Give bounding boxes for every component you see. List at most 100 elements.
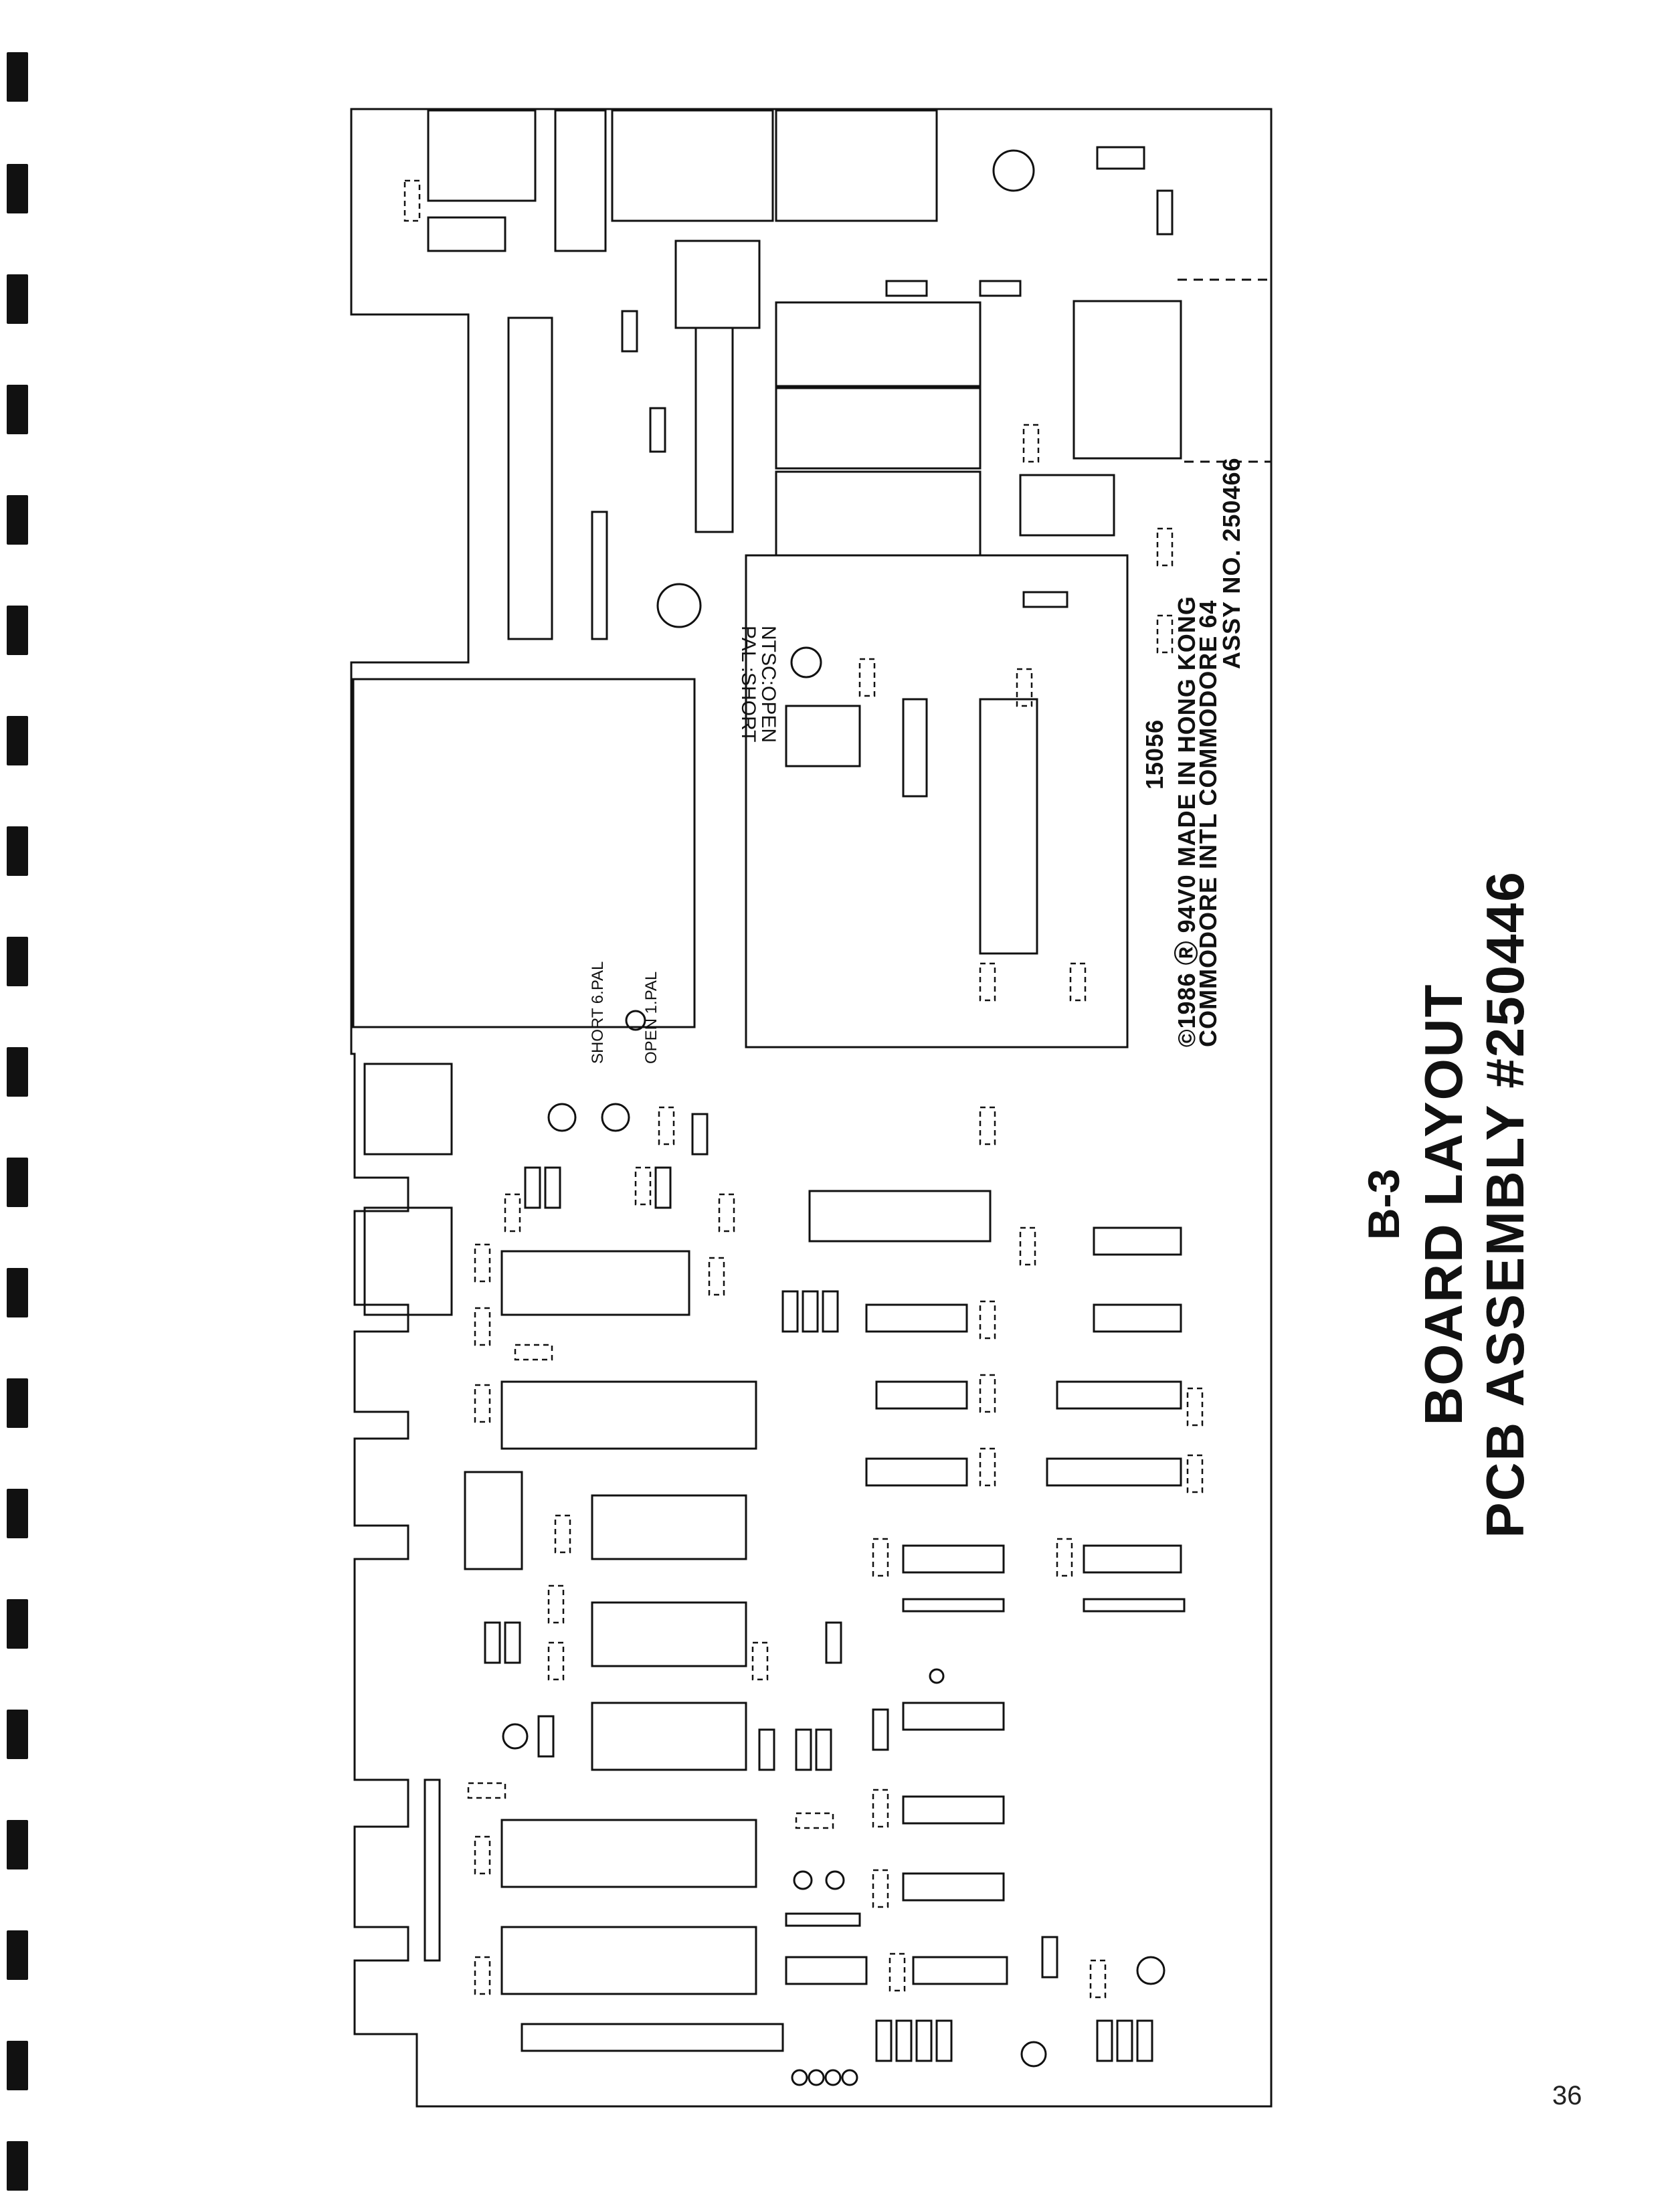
cr15-led — [824, 2069, 842, 2086]
binder-holes — [7, 0, 33, 2192]
c66-capacitor — [1156, 614, 1174, 654]
c32-capacitor — [708, 1257, 725, 1296]
r44-resistor — [802, 1290, 819, 1333]
u26-chip — [1046, 1457, 1182, 1487]
c2-capacitor — [474, 1956, 491, 1995]
c51-capacitor — [504, 1193, 521, 1232]
c54-bridge — [674, 240, 761, 329]
jumper-box — [1022, 591, 1068, 608]
u10-chip — [902, 1872, 1005, 1902]
vr1-regulator — [1019, 474, 1115, 537]
page-number: 36 — [1552, 2081, 1582, 2110]
title-rotated: B-3 BOARD LAYOUT PCB ASSEMBLY #250446 — [1354, 871, 1536, 1538]
c25-capacitor — [1022, 424, 1040, 463]
c82-capacitor — [775, 470, 982, 557]
u14-chip — [865, 1303, 968, 1333]
cr6-diode — [979, 280, 1022, 297]
binder-hole — [7, 1378, 28, 1428]
c200-capacitor — [751, 1641, 769, 1681]
vr2-regulator-pad — [1072, 300, 1182, 460]
u6-chip — [902, 1795, 1005, 1825]
c18-capacitor — [718, 1193, 735, 1232]
part-number: 15056 — [1141, 719, 1168, 790]
cn5-connector — [363, 1063, 453, 1156]
c65-capacitor — [1156, 527, 1174, 567]
c83-capacitor — [1016, 668, 1033, 707]
u5-chip — [591, 1494, 747, 1560]
r34-resistor — [1096, 2019, 1113, 2062]
c204-capacitor — [795, 1812, 834, 1829]
c3-capacitor — [474, 1835, 491, 1875]
rp2-resistor-pack — [1083, 1598, 1186, 1613]
c20-capacitor — [403, 179, 421, 222]
c91-capacitor — [992, 149, 1035, 192]
f1-fuse — [694, 327, 734, 533]
c56-capacitor — [858, 658, 876, 697]
j1-open-label: OPEN 1.PAL — [642, 971, 660, 1064]
c38-capacitor — [889, 1952, 906, 1992]
binder-hole — [7, 274, 28, 324]
r42-resistor — [915, 2019, 933, 2062]
c7-capacitor — [1186, 1387, 1204, 1427]
r4-resistor — [537, 1715, 555, 1758]
binder-hole — [7, 716, 28, 765]
r40-resistor — [935, 2019, 953, 2062]
c45-capacitor — [1186, 1454, 1204, 1493]
u7-chip — [500, 1380, 757, 1450]
r37-resistor — [825, 1621, 842, 1664]
cn8-connector — [775, 109, 938, 222]
c13-capacitor — [547, 1103, 577, 1132]
u31-chip — [902, 698, 928, 798]
u17-chip — [808, 1190, 992, 1243]
r43-resistor — [781, 1290, 799, 1333]
binder-hole — [7, 606, 28, 655]
rp4-resistor-pack — [591, 511, 608, 640]
c9-capacitor — [474, 1384, 491, 1423]
c101b-capacitor — [547, 1584, 565, 1624]
u20-chip — [912, 1956, 1008, 1985]
rp5-resistor-pack — [785, 1912, 861, 1927]
u16-chip — [500, 1250, 690, 1316]
rp1-resistor-pack — [902, 1598, 1005, 1613]
r7-resistor — [544, 1166, 561, 1209]
c15-capacitor — [1069, 962, 1087, 1002]
binder-hole — [7, 1820, 28, 1869]
c50-capacitor — [474, 1243, 491, 1283]
r2-resistor — [484, 1621, 501, 1664]
j1-jumper — [625, 1010, 646, 1031]
ct1-trimmer — [790, 646, 822, 678]
cn10-connector — [1096, 146, 1145, 170]
cn9-connector — [611, 109, 774, 222]
q1-transistor — [464, 1471, 523, 1570]
r36-resistor — [1116, 2019, 1133, 2062]
c19-capacitor — [775, 387, 982, 470]
binder-hole — [7, 164, 28, 213]
r41-resistor — [795, 1728, 812, 1771]
u28-chip — [1093, 1226, 1182, 1256]
binder-hole — [7, 1268, 28, 1317]
binder-hole — [7, 1599, 28, 1649]
jumper-note-pal: PAL :SHORT — [737, 626, 759, 743]
u4-chip — [591, 1601, 747, 1667]
u1-chip — [500, 1926, 757, 1995]
cn7-connector — [427, 109, 537, 202]
q2-transistor — [601, 1103, 630, 1132]
binder-hole — [7, 1158, 28, 1207]
c102-capacitor — [547, 1641, 565, 1681]
r39-resistor — [1156, 189, 1174, 236]
c55-capacitor — [1041, 1936, 1058, 1979]
c104-capacitor — [467, 1782, 506, 1799]
u18-chip — [1093, 1303, 1182, 1333]
section-number: B-3 — [1359, 1168, 1408, 1241]
l4-inductor — [427, 216, 506, 252]
r40b-resistor — [1136, 2019, 1153, 2062]
c26-capacitor — [872, 1869, 889, 1908]
r3-resistor — [691, 1113, 709, 1156]
r45-resistor — [822, 1290, 839, 1333]
c46-capacitor — [979, 1374, 996, 1413]
u13-chip — [902, 1544, 1005, 1574]
r5-resistor — [524, 1166, 541, 1209]
c21-capacitor — [979, 1447, 996, 1487]
sw1-switch — [554, 109, 607, 252]
